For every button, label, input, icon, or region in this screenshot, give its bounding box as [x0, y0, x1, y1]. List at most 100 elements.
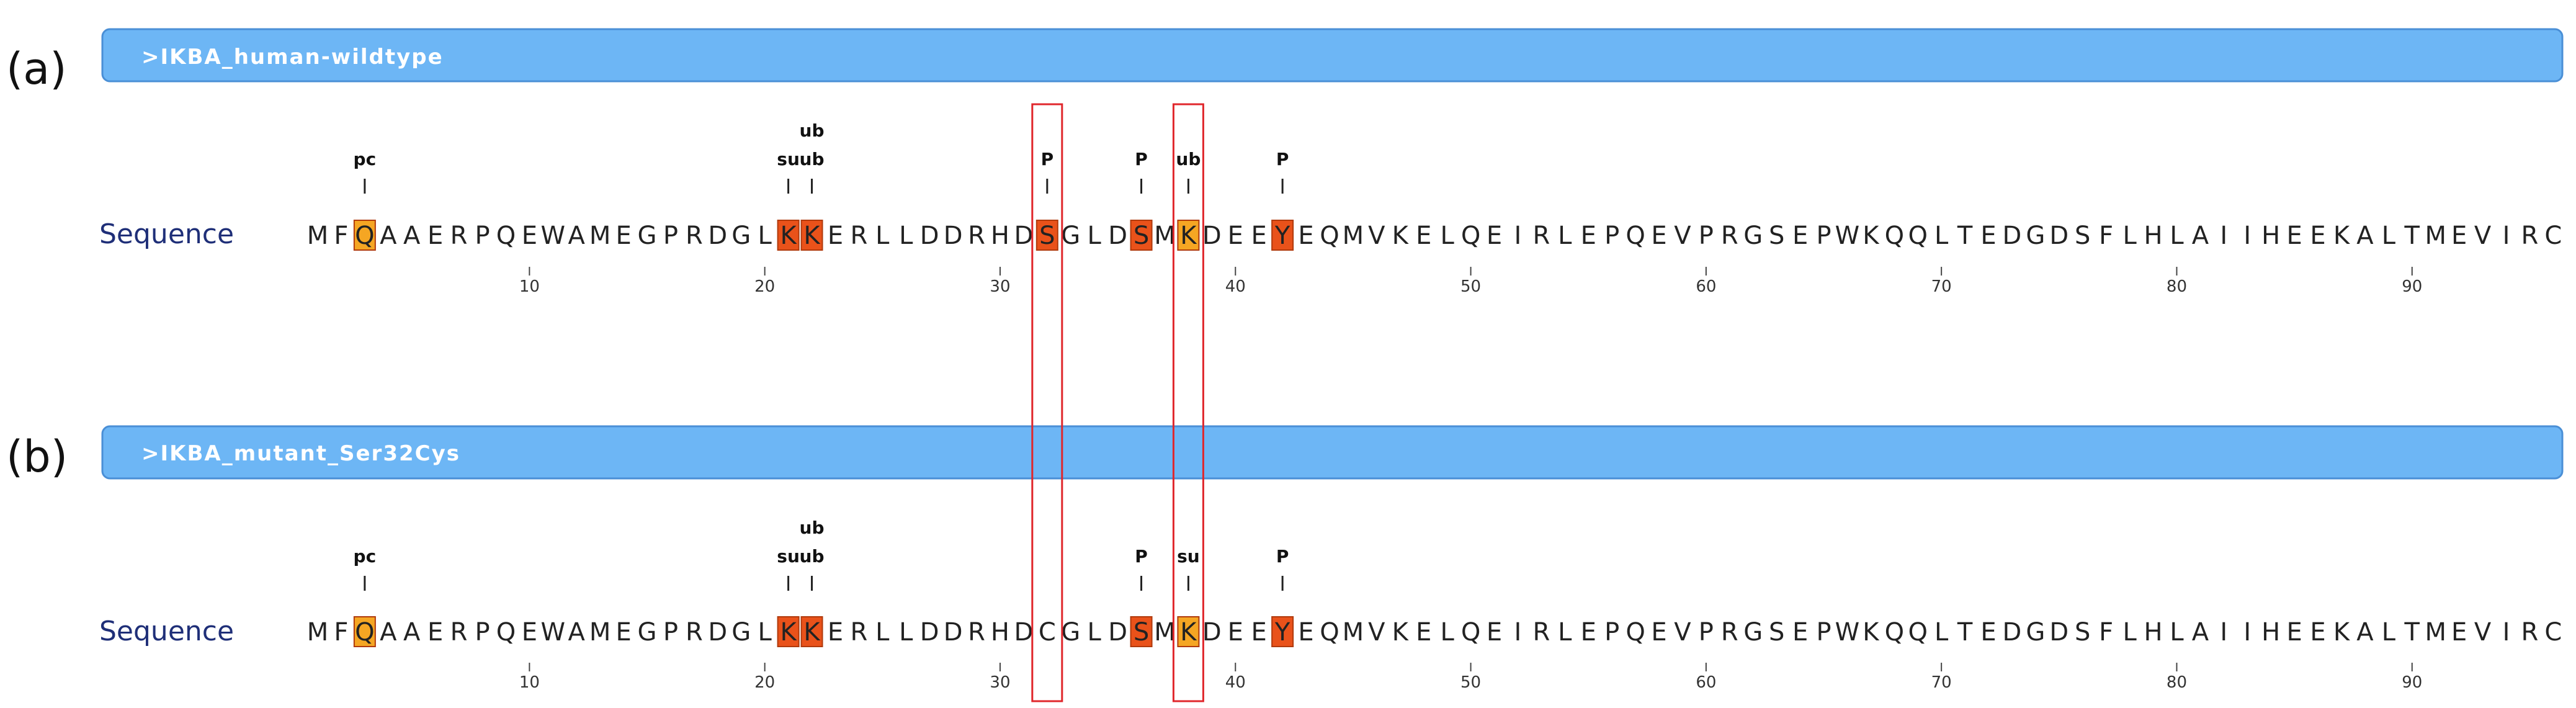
- position-tick-label: 60: [1696, 673, 1716, 692]
- residue-letter: A: [2192, 222, 2209, 250]
- residue-letter: E: [1487, 618, 1502, 647]
- residue-letter: T: [1957, 222, 1973, 250]
- residue-highlight: [1271, 616, 1294, 647]
- residue-letter: Y: [1274, 222, 1290, 250]
- residue-letter: S: [1134, 222, 1149, 250]
- residue-letter: H: [2261, 222, 2280, 250]
- residue-letter: E: [828, 618, 843, 647]
- modification-label: su: [777, 149, 800, 169]
- residue-letter: L: [899, 618, 913, 647]
- residue-letter: V: [1368, 222, 1385, 250]
- panel-label: (a): [6, 43, 67, 94]
- residue-letter: V: [1674, 222, 1691, 250]
- residue-letter: W: [1835, 222, 1860, 250]
- residue-letter: P: [1604, 618, 1619, 647]
- residue-letter: R: [450, 222, 468, 250]
- residue-letter: E: [1651, 618, 1666, 647]
- residue-letter: A: [568, 222, 586, 250]
- residue-letter: L: [1558, 618, 1572, 647]
- residue-letter: Q: [1320, 618, 1339, 647]
- residue-letter: E: [1251, 222, 1267, 250]
- residue-letter: S: [2075, 618, 2090, 647]
- residue-letter: D: [2049, 618, 2068, 647]
- residue-letter: G: [638, 222, 657, 250]
- modification-label: su: [1177, 546, 1200, 567]
- residue-letter: M: [1343, 618, 1364, 647]
- residue-letter: D: [2003, 222, 2022, 250]
- residue-letter: E: [427, 222, 443, 250]
- residue-letter: A: [380, 618, 397, 647]
- residue-letter: C: [1039, 618, 1056, 647]
- residue-letter: L: [1558, 222, 1572, 250]
- residue-highlight: [777, 220, 800, 251]
- modification-label: ub: [1176, 149, 1201, 169]
- residue-letter: H: [2144, 618, 2163, 647]
- residue-letter: Q: [1908, 618, 1927, 647]
- residue-letter: Q: [1908, 222, 1927, 250]
- residue-letter: K: [1180, 222, 1197, 250]
- residue-letter: R: [1721, 222, 1738, 250]
- residue-letter: Q: [355, 618, 374, 647]
- residue-letter: E: [1487, 222, 1502, 250]
- residue-letter: M: [2425, 222, 2446, 250]
- residue-letter: S: [1769, 618, 1784, 647]
- residue-letter: A: [403, 222, 421, 250]
- residue-letter: E: [1416, 222, 1431, 250]
- residue-letter: M: [307, 222, 329, 250]
- residue-letter: S: [2075, 222, 2090, 250]
- position-tick-label: 40: [1225, 277, 1246, 296]
- residue-highlights: [353, 220, 1294, 251]
- residue-letter: D: [2003, 618, 2022, 647]
- residue-letter: E: [2286, 618, 2302, 647]
- modification-label: ub: [800, 518, 825, 538]
- residue-letter: I: [2503, 222, 2510, 250]
- header-title: >IKBA_mutant_Ser32Cys: [141, 441, 460, 466]
- residue-letter: L: [2382, 222, 2396, 250]
- modification-label: pc: [354, 546, 377, 567]
- residue-letter: E: [2451, 618, 2467, 647]
- residue-letter: M: [589, 618, 611, 647]
- residue-letter: E: [615, 222, 631, 250]
- residue-letter: V: [2474, 222, 2492, 250]
- residue-letter: D: [1108, 618, 1127, 647]
- mutation-site-box: [1172, 103, 1204, 702]
- residue-letter: P: [1816, 222, 1831, 250]
- residue-letter: E: [1980, 618, 1996, 647]
- residue-letter: G: [731, 222, 751, 250]
- modification-label: su: [777, 546, 800, 567]
- residue-letter: E: [1298, 618, 1313, 647]
- residue-highlight: [1130, 616, 1153, 647]
- residue-letter: S: [1039, 222, 1055, 250]
- position-tick-label: 30: [990, 673, 1010, 692]
- residue-highlight: [1177, 616, 1200, 647]
- residue-letter: K: [803, 618, 821, 647]
- residue-letter: E: [828, 222, 843, 250]
- residue-letter: R: [850, 222, 867, 250]
- residue-letter: I: [2243, 618, 2251, 647]
- residue-letter: L: [875, 618, 890, 647]
- residue-letter: E: [1792, 222, 1808, 250]
- modification-label: pc: [354, 149, 377, 169]
- residue-letter: K: [2333, 222, 2351, 250]
- residue-letter: E: [1792, 618, 1808, 647]
- residue-highlight: [777, 616, 800, 647]
- residue-letter: L: [899, 222, 913, 250]
- sequence-label: Sequence: [99, 616, 234, 647]
- residue-letter: P: [663, 618, 678, 647]
- residue-letter: E: [1298, 222, 1313, 250]
- residue-letter: P: [1816, 618, 1831, 647]
- residue-letter: R: [968, 222, 985, 250]
- residue-letter: K: [803, 222, 821, 250]
- position-tick-label: 20: [754, 673, 775, 692]
- residue-letter: D: [944, 222, 963, 250]
- residue-letter: H: [2144, 222, 2163, 250]
- residue-letter: M: [2425, 618, 2446, 647]
- residue-letter: K: [1180, 618, 1197, 647]
- residue-letter: L: [875, 222, 890, 250]
- residue-letter: G: [731, 618, 751, 647]
- residue-letter: E: [1980, 222, 1996, 250]
- residue-letter: R: [1532, 618, 1550, 647]
